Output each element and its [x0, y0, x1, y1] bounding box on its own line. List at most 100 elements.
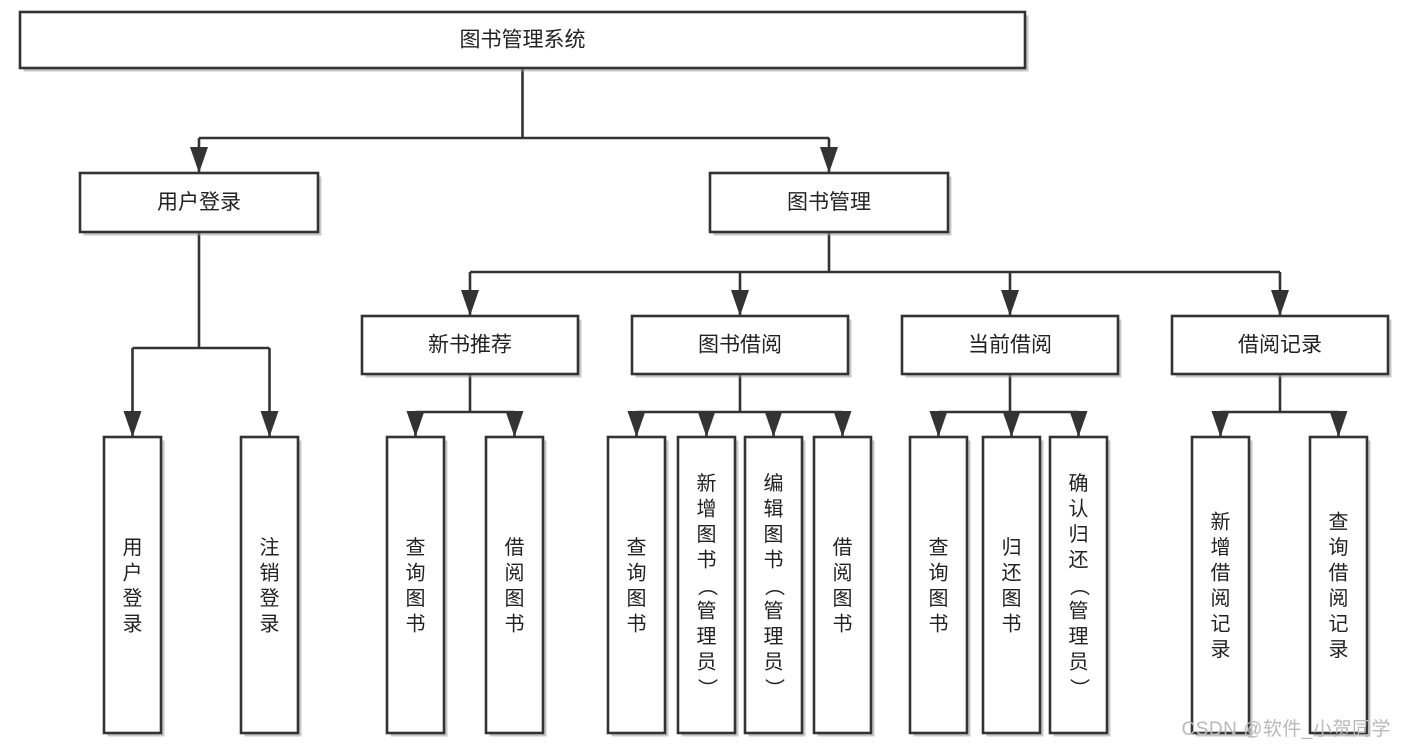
svg-text:）: ） [696, 678, 719, 698]
svg-text:增: 增 [697, 498, 717, 521]
box-outline [1048, 435, 1109, 735]
box-outline [1170, 314, 1390, 376]
box-outline [1190, 435, 1251, 735]
svg-text:阅: 阅 [505, 561, 525, 584]
svg-text:（: （ [1068, 576, 1091, 596]
svg-text:阅: 阅 [833, 561, 853, 584]
svg-text:新: 新 [697, 472, 717, 495]
svg-text:图: 图 [929, 588, 949, 610]
svg-text:）: ） [763, 678, 786, 698]
svg-text:员: 员 [1069, 652, 1089, 674]
node-label: 图书管理 [787, 191, 871, 214]
level2-node-1[interactable]: 用户登录 [78, 171, 322, 236]
box-outline [981, 435, 1042, 735]
level3-node-1[interactable]: 新书推荐 [360, 314, 582, 378]
svg-text:注: 注 [260, 536, 280, 559]
svg-text:录: 录 [1329, 639, 1349, 661]
svg-text:理: 理 [764, 626, 784, 648]
svg-text:阅: 阅 [1211, 587, 1231, 610]
leaf-node-1[interactable]: 用户登录 [102, 435, 165, 737]
svg-text:书: 书 [697, 549, 717, 572]
root-node-1[interactable]: 图书管理系统 [18, 10, 1029, 72]
svg-text:图: 图 [764, 524, 784, 546]
svg-text:查: 查 [627, 536, 647, 559]
box-outline [743, 435, 804, 735]
svg-text:）: ） [1068, 678, 1091, 698]
box-outline [484, 435, 545, 735]
svg-text:辑: 辑 [764, 498, 784, 521]
svg-text:图: 图 [406, 588, 426, 610]
node-label: 图书管理系统 [460, 29, 586, 52]
level2-node-2[interactable]: 图书管理 [708, 171, 952, 236]
node-label: 借阅记录 [1238, 334, 1322, 357]
svg-text:询: 询 [1329, 536, 1349, 559]
svg-text:（: （ [763, 576, 786, 596]
svg-text:借: 借 [505, 536, 525, 559]
svg-text:询: 询 [929, 561, 949, 584]
svg-text:管: 管 [697, 600, 717, 623]
level3-node-4[interactable]: 借阅记录 [1170, 314, 1392, 378]
svg-text:编: 编 [764, 472, 784, 495]
box-outline [239, 435, 300, 735]
svg-text:管: 管 [764, 600, 784, 623]
svg-text:（: （ [696, 576, 719, 596]
node-label: 用户登录 [157, 191, 241, 214]
level3-node-2[interactable]: 图书借阅 [630, 314, 852, 378]
box-outline [18, 10, 1027, 70]
node-label: 当前借阅 [968, 334, 1052, 357]
svg-text:还: 还 [1002, 561, 1022, 584]
svg-text:登: 登 [260, 587, 280, 610]
svg-text:查: 查 [1329, 510, 1349, 533]
box-outline [78, 171, 320, 234]
svg-text:书: 书 [833, 612, 853, 635]
node-label: 新书推荐 [428, 334, 512, 357]
box-outline [900, 314, 1120, 376]
svg-text:认: 认 [1069, 498, 1089, 521]
svg-text:管: 管 [1069, 600, 1089, 623]
svg-text:借: 借 [1211, 561, 1231, 584]
svg-text:书: 书 [505, 612, 525, 635]
svg-text:还: 还 [1069, 549, 1089, 572]
node-layer: 图书管理系统用户登录图书管理新书推荐图书借阅当前借阅借阅记录用户登录注销登录查询… [18, 10, 1392, 737]
box-outline [360, 314, 580, 376]
box-outline [676, 435, 737, 735]
csdn-watermark: CSDN @软件_小贺同学 [1181, 719, 1391, 740]
svg-text:录: 录 [260, 613, 280, 635]
svg-text:借: 借 [833, 536, 853, 559]
svg-text:销: 销 [260, 561, 280, 584]
connector-layer [123, 68, 1348, 437]
svg-text:登: 登 [123, 587, 143, 610]
svg-text:询: 询 [627, 561, 647, 584]
svg-text:图: 图 [627, 588, 647, 610]
svg-text:理: 理 [1069, 626, 1089, 648]
svg-text:归: 归 [1002, 536, 1022, 559]
svg-text:图: 图 [697, 524, 717, 546]
svg-text:户: 户 [123, 561, 143, 584]
svg-text:增: 增 [1211, 536, 1231, 559]
box-outline [606, 435, 667, 735]
level3-node-3[interactable]: 当前借阅 [900, 314, 1122, 378]
node-label: 用户登录 [123, 537, 143, 636]
svg-text:查: 查 [929, 536, 949, 559]
svg-text:录: 录 [123, 613, 143, 635]
svg-text:询: 询 [406, 561, 426, 584]
box-outline [908, 435, 969, 735]
